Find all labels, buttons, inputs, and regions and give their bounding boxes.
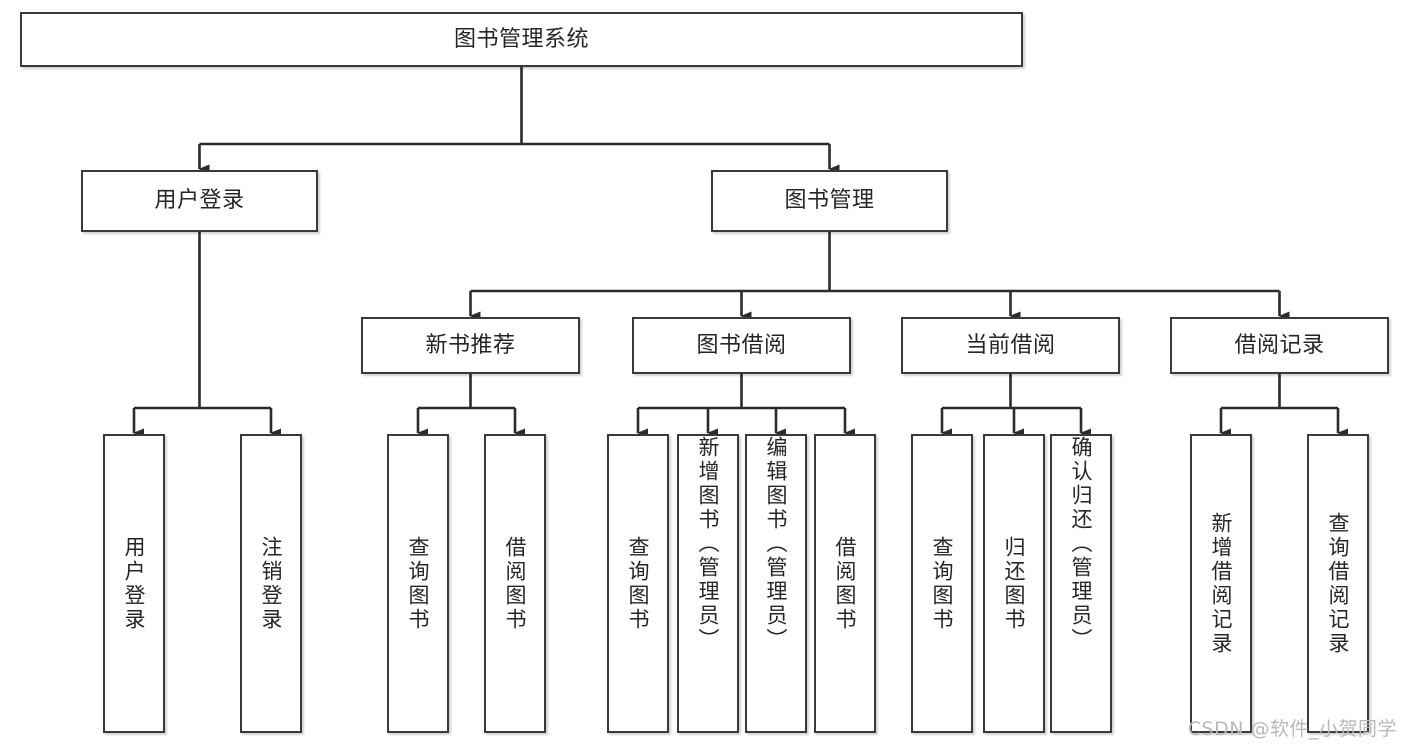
node-label: 新增借阅记录 [1209,511,1234,656]
node-leaf-return-book[interactable]: 归还图书 [983,434,1045,733]
node-label: 编辑图书（管理员） [764,436,789,652]
node-root[interactable]: 图书管理系统 [20,12,1023,67]
node-leaf-query-book-2[interactable]: 查询图书 [607,434,669,733]
node-label: 图书借阅 [696,332,787,358]
node-leaf-borrow-book-2[interactable]: 借阅图书 [814,434,876,733]
node-book-manage[interactable]: 图书管理 [711,170,948,232]
node-current-borrow[interactable]: 当前借阅 [901,317,1120,374]
node-label: 归还图书 [1002,535,1027,632]
node-leaf-user-login[interactable]: 用户登录 [103,434,165,733]
node-leaf-add-book[interactable]: 新增图书（管理员） [677,434,739,733]
node-label: 用户登录 [122,535,147,632]
node-label: 图书管理系统 [453,26,589,52]
node-leaf-add-record[interactable]: 新增借阅记录 [1190,434,1252,733]
node-leaf-query-record[interactable]: 查询借阅记录 [1307,434,1369,733]
node-label: 当前借阅 [965,332,1056,358]
node-borrow-record[interactable]: 借阅记录 [1170,317,1389,374]
watermark-text: CSDN @软件_小贺同学 [1187,718,1397,740]
node-leaf-query-book-1[interactable]: 查询图书 [387,434,449,733]
node-label: 查询图书 [930,535,955,632]
node-leaf-edit-book[interactable]: 编辑图书（管理员） [745,434,807,733]
node-leaf-logout[interactable]: 注销登录 [240,434,302,733]
node-label: 查询图书 [406,535,431,632]
node-label: 注销登录 [259,535,284,632]
node-label: 新书推荐 [425,332,516,358]
node-label: 确认归还（管理员） [1069,436,1094,652]
node-label: 用户登录 [154,188,245,214]
node-label: 查询图书 [626,535,651,632]
node-label: 借阅图书 [833,535,858,632]
node-leaf-borrow-book-1[interactable]: 借阅图书 [484,434,546,733]
node-book-borrow[interactable]: 图书借阅 [632,317,851,374]
node-label: 查询借阅记录 [1326,511,1351,656]
node-new-book-recommend[interactable]: 新书推荐 [361,317,580,374]
node-leaf-confirm-return[interactable]: 确认归还（管理员） [1050,434,1112,733]
node-user-login[interactable]: 用户登录 [81,170,318,232]
node-label: 借阅图书 [503,535,528,632]
node-label: 新增图书（管理员） [696,436,721,652]
node-label: 图书管理 [784,188,875,214]
node-leaf-query-book-3[interactable]: 查询图书 [911,434,973,733]
node-label: 借阅记录 [1234,332,1325,358]
